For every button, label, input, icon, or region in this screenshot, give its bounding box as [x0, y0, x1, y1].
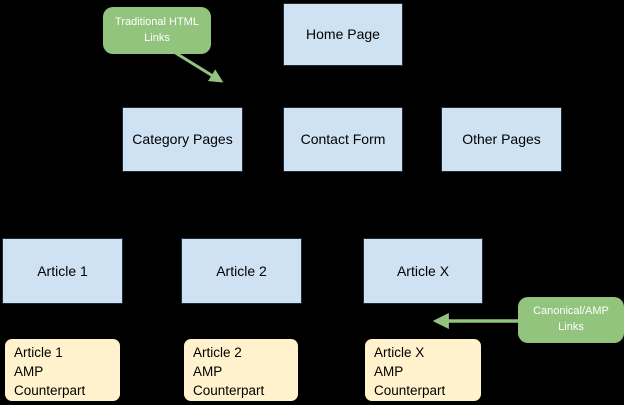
node-article-x-amp-label: Article X AMP Counterpart [374, 345, 446, 398]
node-other-pages: Other Pages [441, 107, 562, 172]
node-article-1-label: Article 1 [37, 262, 88, 279]
callout-canonical-amp-links: Canonical/AMP Links [518, 297, 624, 343]
node-article-1: Article 1 [2, 238, 123, 304]
node-home-page: Home Page [283, 3, 403, 66]
callout-canonical-amp-links-label: Canonical/AMP Links [533, 305, 609, 333]
node-article-2-label: Article 2 [216, 262, 267, 279]
node-article-1-amp-counterpart: Article 1 AMP Counterpart [3, 337, 122, 403]
node-contact-form-label: Contact Form [300, 131, 386, 148]
node-article-1-amp-label: Article 1 AMP Counterpart [14, 345, 86, 398]
node-category-pages-label: Category Pages [132, 131, 233, 148]
callout-traditional-html-links: Traditional HTML Links [103, 7, 211, 54]
node-article-2-amp-label: Article 2 AMP Counterpart [193, 345, 265, 398]
node-article-x: Article X [363, 238, 483, 304]
node-article-x-label: Article X [396, 262, 450, 279]
node-article-2-amp-counterpart: Article 2 AMP Counterpart [182, 337, 300, 403]
traditional-links-arrow [173, 50, 224, 83]
node-other-pages-label: Other Pages [462, 131, 541, 148]
node-category-pages: Category Pages [122, 107, 243, 172]
node-article-x-amp-counterpart: Article X AMP Counterpart [363, 337, 483, 403]
callout-traditional-html-links-label: Traditional HTML Links [115, 15, 199, 44]
node-home-page-label: Home Page [306, 26, 380, 43]
node-article-2: Article 2 [181, 238, 302, 304]
node-contact-form: Contact Form [283, 107, 403, 172]
